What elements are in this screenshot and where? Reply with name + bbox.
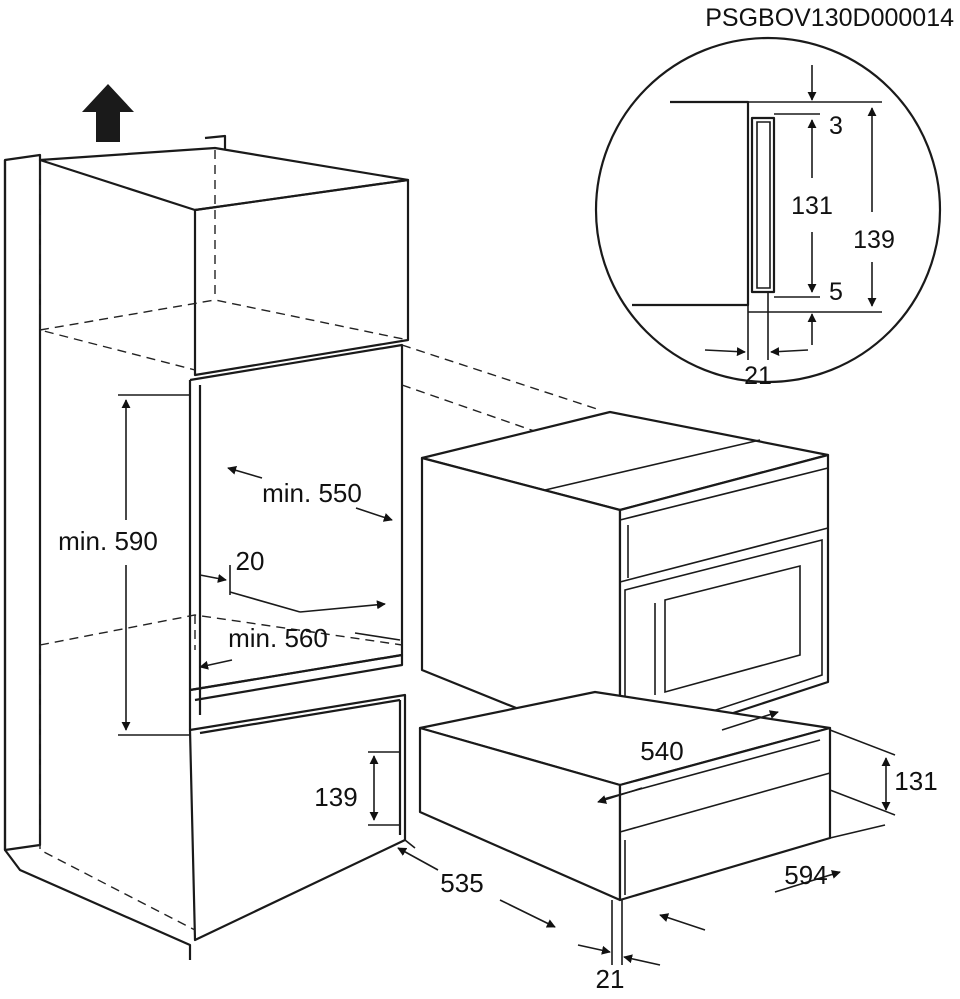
dim-drawer-depth — [597, 710, 779, 804]
label-detail-total-height: 139 — [853, 226, 895, 254]
dim-drawer-height — [829, 729, 896, 816]
label-drawer-height: 131 — [894, 766, 937, 796]
label-drawer-niche-height: 139 — [314, 782, 357, 812]
label-drawer-niche-depth: 535 — [440, 868, 483, 898]
compact-oven — [420, 410, 830, 752]
label-detail-front-height: 131 — [791, 192, 833, 220]
label-rear-gap: 20 — [236, 546, 265, 576]
reference-code: PSGBOV130D000014 — [705, 4, 954, 32]
label-drawer-depth: 540 — [640, 736, 683, 766]
label-niche-height: min. 590 — [58, 526, 158, 556]
dim-drawer-width — [659, 824, 886, 931]
label-detail-bottom-gap: 5 — [829, 278, 843, 306]
detail-circle — [594, 36, 942, 384]
label-niche-width: min. 560 — [228, 623, 328, 653]
label-niche-depth: min. 550 — [262, 478, 362, 508]
dim-front-offset — [577, 900, 661, 966]
label-drawer-width: 594 — [784, 860, 827, 890]
dim-niche-height — [118, 394, 190, 736]
lift-up-arrow-icon — [82, 84, 134, 142]
dim-niche-depth — [227, 465, 393, 522]
warming-drawer — [418, 690, 832, 902]
label-front-offset: 21 — [596, 964, 625, 994]
dim-drawer-niche-height — [368, 751, 400, 826]
dim-niche-width — [199, 600, 401, 670]
dim-drawer-niche-depth — [397, 839, 556, 928]
label-detail-depth-offset: 21 — [744, 362, 772, 390]
label-detail-top-gap: 3 — [829, 112, 843, 140]
dim-rear-gap — [199, 565, 301, 613]
